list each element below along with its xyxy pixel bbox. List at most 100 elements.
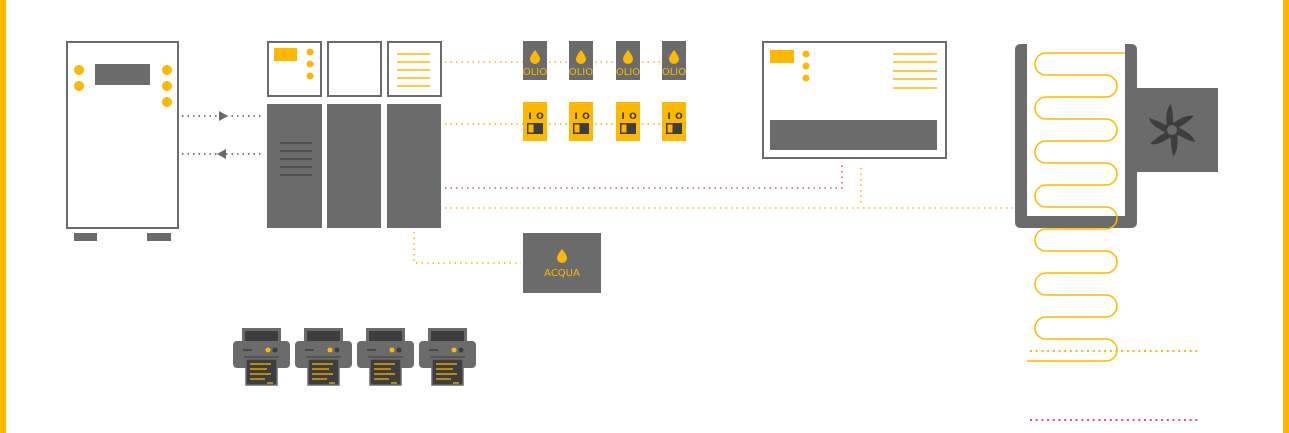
cabinet-body-2 (327, 104, 381, 228)
oil-label: OLIO (523, 67, 547, 78)
oil-unit[interactable]: OLIO (523, 41, 547, 80)
switch-knob (667, 124, 673, 133)
module-lines (397, 53, 430, 87)
switch-box (616, 102, 640, 141)
server-foot (74, 233, 97, 241)
fan-icon (1148, 103, 1196, 157)
fan-blade (1148, 117, 1168, 133)
switch-on-label: I (621, 112, 624, 122)
exchanger-frame (1015, 44, 1137, 228)
control-panel[interactable] (762, 41, 947, 159)
printer-paper (431, 358, 464, 386)
printer-button (272, 347, 278, 353)
panel-lines (893, 53, 937, 89)
printer-icon[interactable] (295, 328, 352, 386)
printer-tray-slot (369, 331, 402, 342)
heating-coil (1027, 52, 1125, 362)
oil-label: OLIO (569, 67, 593, 78)
printer-icon[interactable] (357, 328, 414, 386)
oil-units: OLIO OLIO OLIO OLIO (523, 41, 686, 80)
heat-exchanger[interactable] (1015, 44, 1218, 362)
control-cabinet[interactable] (267, 41, 442, 228)
printer-tray-slot (431, 331, 464, 342)
printer-button (396, 347, 402, 353)
module-led (306, 48, 314, 56)
switch-off-label: O (536, 112, 544, 122)
water-unit[interactable]: ACQUA (523, 233, 601, 293)
cabinet-module-2 (327, 41, 382, 97)
fan-blade (1170, 133, 1178, 157)
oil-label: OLIO (616, 67, 640, 78)
panel-led (802, 62, 810, 70)
printer-icon[interactable] (419, 328, 476, 386)
server-led (74, 65, 84, 75)
oil-unit[interactable]: OLIO (662, 41, 686, 80)
water-box (523, 233, 601, 293)
cabinet-body-3 (387, 104, 441, 228)
panel-led (802, 74, 810, 82)
module-indicator (274, 48, 297, 61)
printer-button (458, 347, 464, 353)
switch-box (662, 102, 686, 141)
switch-knob (528, 124, 534, 133)
oil-unit[interactable]: OLIO (569, 41, 593, 80)
panel-led (802, 50, 810, 58)
printer-tray-slot (245, 331, 278, 342)
fan-blade (1166, 103, 1174, 127)
cabinet-body-1 (267, 104, 322, 228)
module-led (306, 60, 314, 68)
panel-screen (770, 120, 937, 150)
switch-toggle (666, 123, 682, 134)
printer-paper (307, 358, 340, 386)
oil-label: OLIO (662, 67, 686, 78)
switch-on-label: I (667, 112, 670, 122)
water-label: ACQUA (544, 268, 580, 279)
fan-blade (1176, 127, 1196, 143)
printer-icon[interactable] (233, 328, 290, 386)
switch-off-label: O (629, 112, 637, 122)
switch-on-label: I (574, 112, 577, 122)
switch-knob (574, 124, 580, 133)
server-led (162, 65, 172, 75)
printer-paper (245, 358, 278, 386)
arrow-right-icon (219, 111, 228, 121)
switch-off-label: O (675, 112, 683, 122)
printer-led (389, 347, 395, 353)
pink-signal-line (445, 165, 843, 189)
server-led (74, 81, 84, 91)
switch-knob (621, 124, 627, 133)
module-led (306, 72, 314, 80)
switch-box (523, 102, 547, 141)
oil-unit[interactable]: OLIO (616, 41, 640, 80)
right-accent-border (1283, 0, 1289, 433)
printer-paper (369, 358, 402, 386)
switch-toggle (573, 123, 589, 134)
switch-on-label: I (528, 112, 531, 122)
server-led (162, 97, 172, 107)
printer-button (334, 347, 340, 353)
switch-toggle (620, 123, 636, 134)
printer-tray-slot (307, 331, 340, 342)
switch-toggle (527, 123, 543, 134)
arrow-left-icon (217, 149, 226, 159)
server-machine[interactable] (66, 41, 179, 241)
cabinet-module-3 (387, 41, 442, 97)
printer-led (265, 347, 271, 353)
switch-off-label: O (582, 112, 590, 122)
panel-indicator (770, 50, 794, 63)
printer-led (451, 347, 457, 353)
cabinet-vent (280, 142, 312, 176)
left-accent-border (0, 0, 6, 433)
server-foot (147, 233, 171, 241)
printer-led (327, 347, 333, 353)
switch-box (569, 102, 593, 141)
server-display (95, 64, 150, 85)
water-line (413, 232, 521, 264)
server-cabinet-link (182, 111, 264, 159)
